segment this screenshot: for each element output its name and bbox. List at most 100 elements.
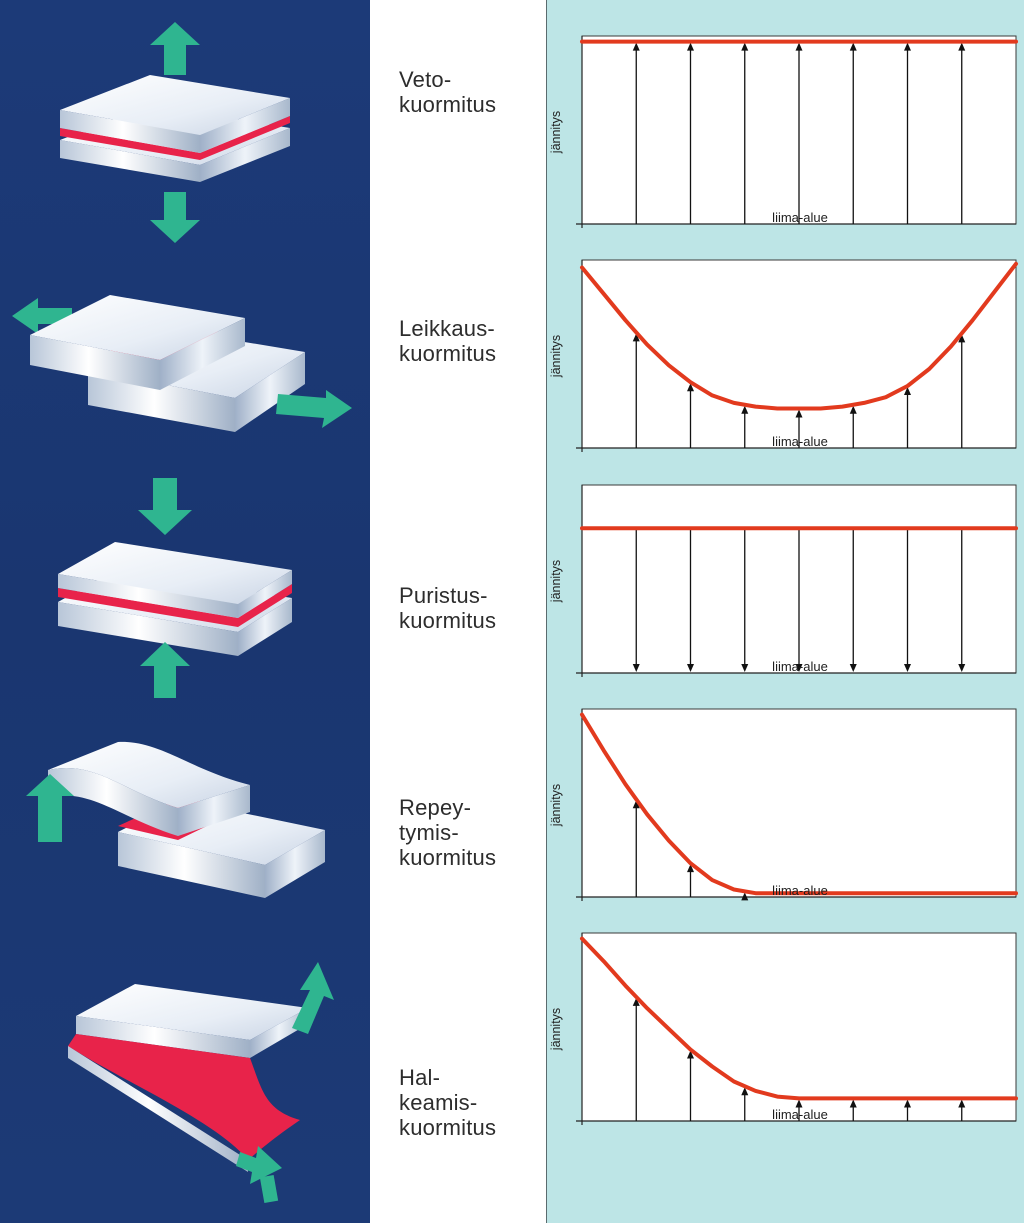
- upper-plate-side: [160, 318, 245, 390]
- chart-svg: [576, 35, 1018, 228]
- stress-arrow: [741, 405, 749, 448]
- stress-arrow: [687, 528, 694, 672]
- peel-illustration: [26, 741, 325, 898]
- plot-area: [581, 708, 1017, 898]
- stress-arrow: [849, 528, 857, 672]
- stress-arrow: [849, 405, 857, 448]
- lower-plate-side: [235, 352, 305, 432]
- stress-arrow: [958, 1099, 966, 1121]
- tension-illustration: [60, 22, 290, 243]
- upper-plate: [30, 295, 245, 360]
- stress-arrow: [741, 1087, 749, 1121]
- top-plate: [76, 984, 308, 1040]
- top-plate-side: [200, 98, 290, 153]
- adhesive-layer-side: [200, 116, 290, 160]
- stress-arrow: [795, 42, 803, 224]
- bottom-plate-front: [60, 140, 200, 182]
- stress-arrow: [632, 42, 640, 224]
- bottom-plate-side: [238, 598, 292, 656]
- stress-arrow-head: [741, 664, 749, 672]
- stress-arrow-head: [687, 383, 694, 392]
- stress-arrow-head: [687, 42, 694, 51]
- lower-plate-side: [265, 830, 325, 898]
- top-plate: [58, 542, 292, 604]
- stress-arrow-head: [741, 892, 749, 901]
- stress-arrow: [795, 528, 803, 672]
- up-arrow-icon: [26, 774, 74, 842]
- peeled-plate-front: [48, 768, 178, 836]
- peel-load-label: Repey- tymis- kuormitus: [399, 795, 497, 870]
- tension-stress-chart: jännitys liima-alue: [549, 34, 1020, 230]
- cleavage-load-label: Hal- keamis- kuormitus: [399, 1065, 497, 1140]
- stress-arrow-head: [741, 1087, 749, 1096]
- stress-arrow-head: [904, 42, 911, 51]
- stress-arrow-head: [687, 664, 694, 672]
- stress-arrow: [687, 864, 694, 897]
- stress-arrow-head: [795, 664, 803, 672]
- stress-curve: [580, 936, 1018, 1101]
- peel-stress-chart: jännitys liima-alue: [549, 707, 1020, 903]
- chart-svg: [576, 708, 1018, 901]
- stress-arrow-head: [958, 42, 966, 51]
- cleavage-stress-chart: jännitys liima-alue: [549, 931, 1020, 1127]
- stress-arrow: [632, 800, 640, 897]
- stress-arrow-head: [741, 405, 749, 414]
- stress-arrow-head: [849, 405, 857, 414]
- top-plate: [60, 75, 290, 135]
- down-arrow-icon: [236, 1146, 282, 1184]
- down-arrow-icon: [150, 192, 200, 243]
- stress-arrow-head: [904, 1099, 911, 1108]
- illustration-panel: [0, 0, 370, 1223]
- x-axis-label: liima-alue: [772, 883, 828, 898]
- up-arrow-icon: [140, 642, 190, 698]
- adhesive-layer: [60, 128, 200, 160]
- stress-arrow-head: [632, 664, 640, 672]
- adhesive-layer: [58, 588, 238, 627]
- top-plate-front: [76, 1016, 250, 1058]
- y-axis-label: jännitys: [549, 1007, 563, 1051]
- cleavage-illustration: [68, 962, 334, 1204]
- stress-arrow-head: [687, 864, 694, 873]
- x-axis-label: liima-alue: [772, 1107, 828, 1122]
- shear-load-label: Leikkaus- kuormitus: [399, 316, 497, 366]
- bottom-plate-edge: [68, 1046, 248, 1172]
- load-type-labels: [370, 0, 546, 1223]
- down-arrow-icon-tail: [259, 1174, 279, 1204]
- stress-arrow: [904, 1099, 911, 1121]
- bottom-plate-front: [58, 602, 238, 656]
- y-axis-label: jännitys: [549, 783, 563, 827]
- adhesive-layer-side: [238, 584, 292, 627]
- up-arrow-icon: [150, 22, 200, 75]
- stress-arrow: [849, 42, 857, 224]
- stress-curve: [580, 712, 1018, 896]
- stress-arrow: [795, 409, 803, 448]
- shear-illustration: [12, 295, 352, 432]
- shear-stress-chart: jännitys liima-alue: [549, 258, 1020, 454]
- tension-load-label: Veto- kuormitus: [399, 67, 497, 117]
- stress-curve: [580, 261, 1018, 411]
- right-arrow-icon: [276, 390, 352, 428]
- stress-arrow: [687, 42, 694, 224]
- top-plate-side: [250, 1008, 308, 1058]
- stress-arrow: [904, 528, 911, 672]
- stress-arrow-head: [741, 42, 749, 51]
- stress-arrow-head: [795, 42, 803, 51]
- stress-arrow: [632, 997, 640, 1121]
- stress-arrow-head: [632, 800, 640, 809]
- stress-arrow-head: [904, 664, 911, 672]
- x-axis-label: liima-alue: [772, 659, 828, 674]
- stress-arrow-head: [849, 664, 857, 672]
- adhesive-wedge: [68, 1034, 300, 1160]
- stress-arrow-head: [958, 334, 966, 343]
- up-arrow-icon: [292, 962, 334, 1034]
- stress-arrow-head: [958, 1099, 966, 1108]
- stress-arrow: [958, 42, 966, 224]
- chart-svg: [576, 932, 1018, 1125]
- stress-arrow: [741, 42, 749, 224]
- stress-arrow-head: [795, 1099, 803, 1108]
- stress-arrow: [904, 386, 911, 448]
- stress-arrow-head: [849, 1099, 857, 1108]
- stress-arrow-head: [687, 1050, 694, 1059]
- compression-illustration: [58, 478, 292, 698]
- stress-arrow-head: [849, 42, 857, 51]
